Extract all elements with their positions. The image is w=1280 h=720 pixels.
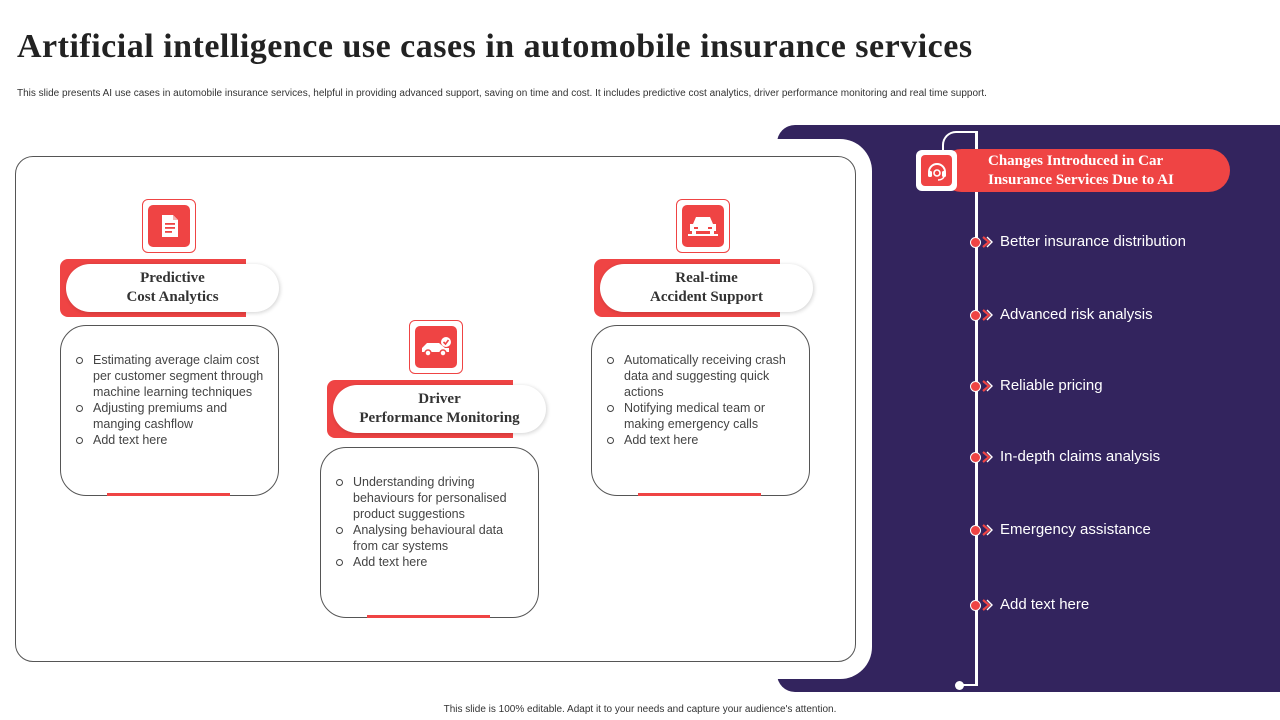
list-item: Understanding driving behaviours for per… (335, 474, 525, 522)
timeline-item: Better insurance distribution (970, 233, 1270, 253)
timeline-dot (970, 237, 981, 248)
car-crash-icon (682, 205, 724, 247)
timeline-item: In-depth claims analysis (970, 448, 1270, 468)
card-realtime-title-line1: Real-time (675, 270, 738, 286)
timeline-item: Add text here (970, 596, 1270, 616)
list-item: Add text here (606, 432, 796, 448)
timeline-label: Advanced risk analysis (1000, 306, 1153, 323)
card-predictive-title-line1: Predictive (140, 270, 205, 286)
timeline-end-dot (955, 681, 964, 690)
accent-underline (367, 615, 490, 618)
timeline-line (975, 133, 978, 686)
slide-title: Artificial intelligence use cases in aut… (17, 28, 973, 65)
list-item: Add text here (335, 554, 525, 570)
chevron-right-icon (982, 524, 993, 536)
card-driver-title-line1: Driver (418, 391, 461, 407)
timeline-label: Add text here (1000, 596, 1090, 613)
card-predictive-title-line2: Cost Analytics (126, 289, 219, 305)
card-predictive-description: Estimating average claim cost per custom… (60, 325, 279, 496)
card-realtime-description: Automatically receiving crash data and s… (591, 325, 810, 496)
timeline-label: Reliable pricing (1000, 377, 1103, 394)
slide-subtitle: This slide presents AI use cases in auto… (17, 88, 987, 99)
timeline-label: Better insurance distribution (1000, 233, 1186, 250)
list-item: Automatically receiving crash data and s… (606, 352, 796, 400)
card-realtime-icon-box (676, 199, 730, 253)
timeline-connector (942, 131, 978, 151)
chevron-right-icon (982, 236, 993, 248)
timeline-item: Advanced risk analysis (970, 306, 1270, 326)
list-item: Analysing behavioural data from car syst… (335, 522, 525, 554)
timeline-end-connector (962, 684, 976, 686)
timeline-dot (970, 525, 981, 536)
list-item: Adjusting premiums and manging cashflow (75, 400, 265, 432)
list-item: Add text here (75, 432, 265, 448)
card-driver-description: Understanding driving behaviours for per… (320, 447, 539, 618)
support-headset-icon (921, 155, 952, 186)
timeline-item: Reliable pricing (970, 377, 1270, 397)
list-item: Notifying medical team or making emergen… (606, 400, 796, 432)
accent-underline (107, 493, 230, 496)
card-driver-title-line2: Performance Monitoring (359, 410, 520, 426)
timeline-item: Emergency assistance (970, 521, 1270, 541)
card-driver-icon-box (409, 320, 463, 374)
accent-underline (638, 493, 761, 496)
panel-header-title: Changes Introduced in Car Insurance Serv… (988, 153, 1174, 188)
chevron-right-icon (982, 599, 993, 611)
chevron-right-icon (982, 380, 993, 392)
chevron-right-icon (982, 309, 993, 321)
document-icon (148, 205, 190, 247)
card-realtime-title-line2: Accident Support (650, 289, 763, 305)
car-check-icon (415, 326, 457, 368)
card-predictive-icon-box (142, 199, 196, 253)
slide-footer: This slide is 100% editable. Adapt it to… (443, 704, 837, 715)
timeline-label: In-depth claims analysis (1000, 448, 1161, 465)
list-item: Estimating average claim cost per custom… (75, 352, 265, 400)
timeline-dot (970, 310, 981, 321)
timeline-dot (970, 600, 981, 611)
panel-header (940, 149, 1230, 192)
timeline-dot (970, 381, 981, 392)
timeline-label: Emergency assistance (1000, 521, 1151, 538)
chevron-right-icon (982, 451, 993, 463)
timeline-dot (970, 452, 981, 463)
panel-header-icon-box (916, 150, 957, 191)
